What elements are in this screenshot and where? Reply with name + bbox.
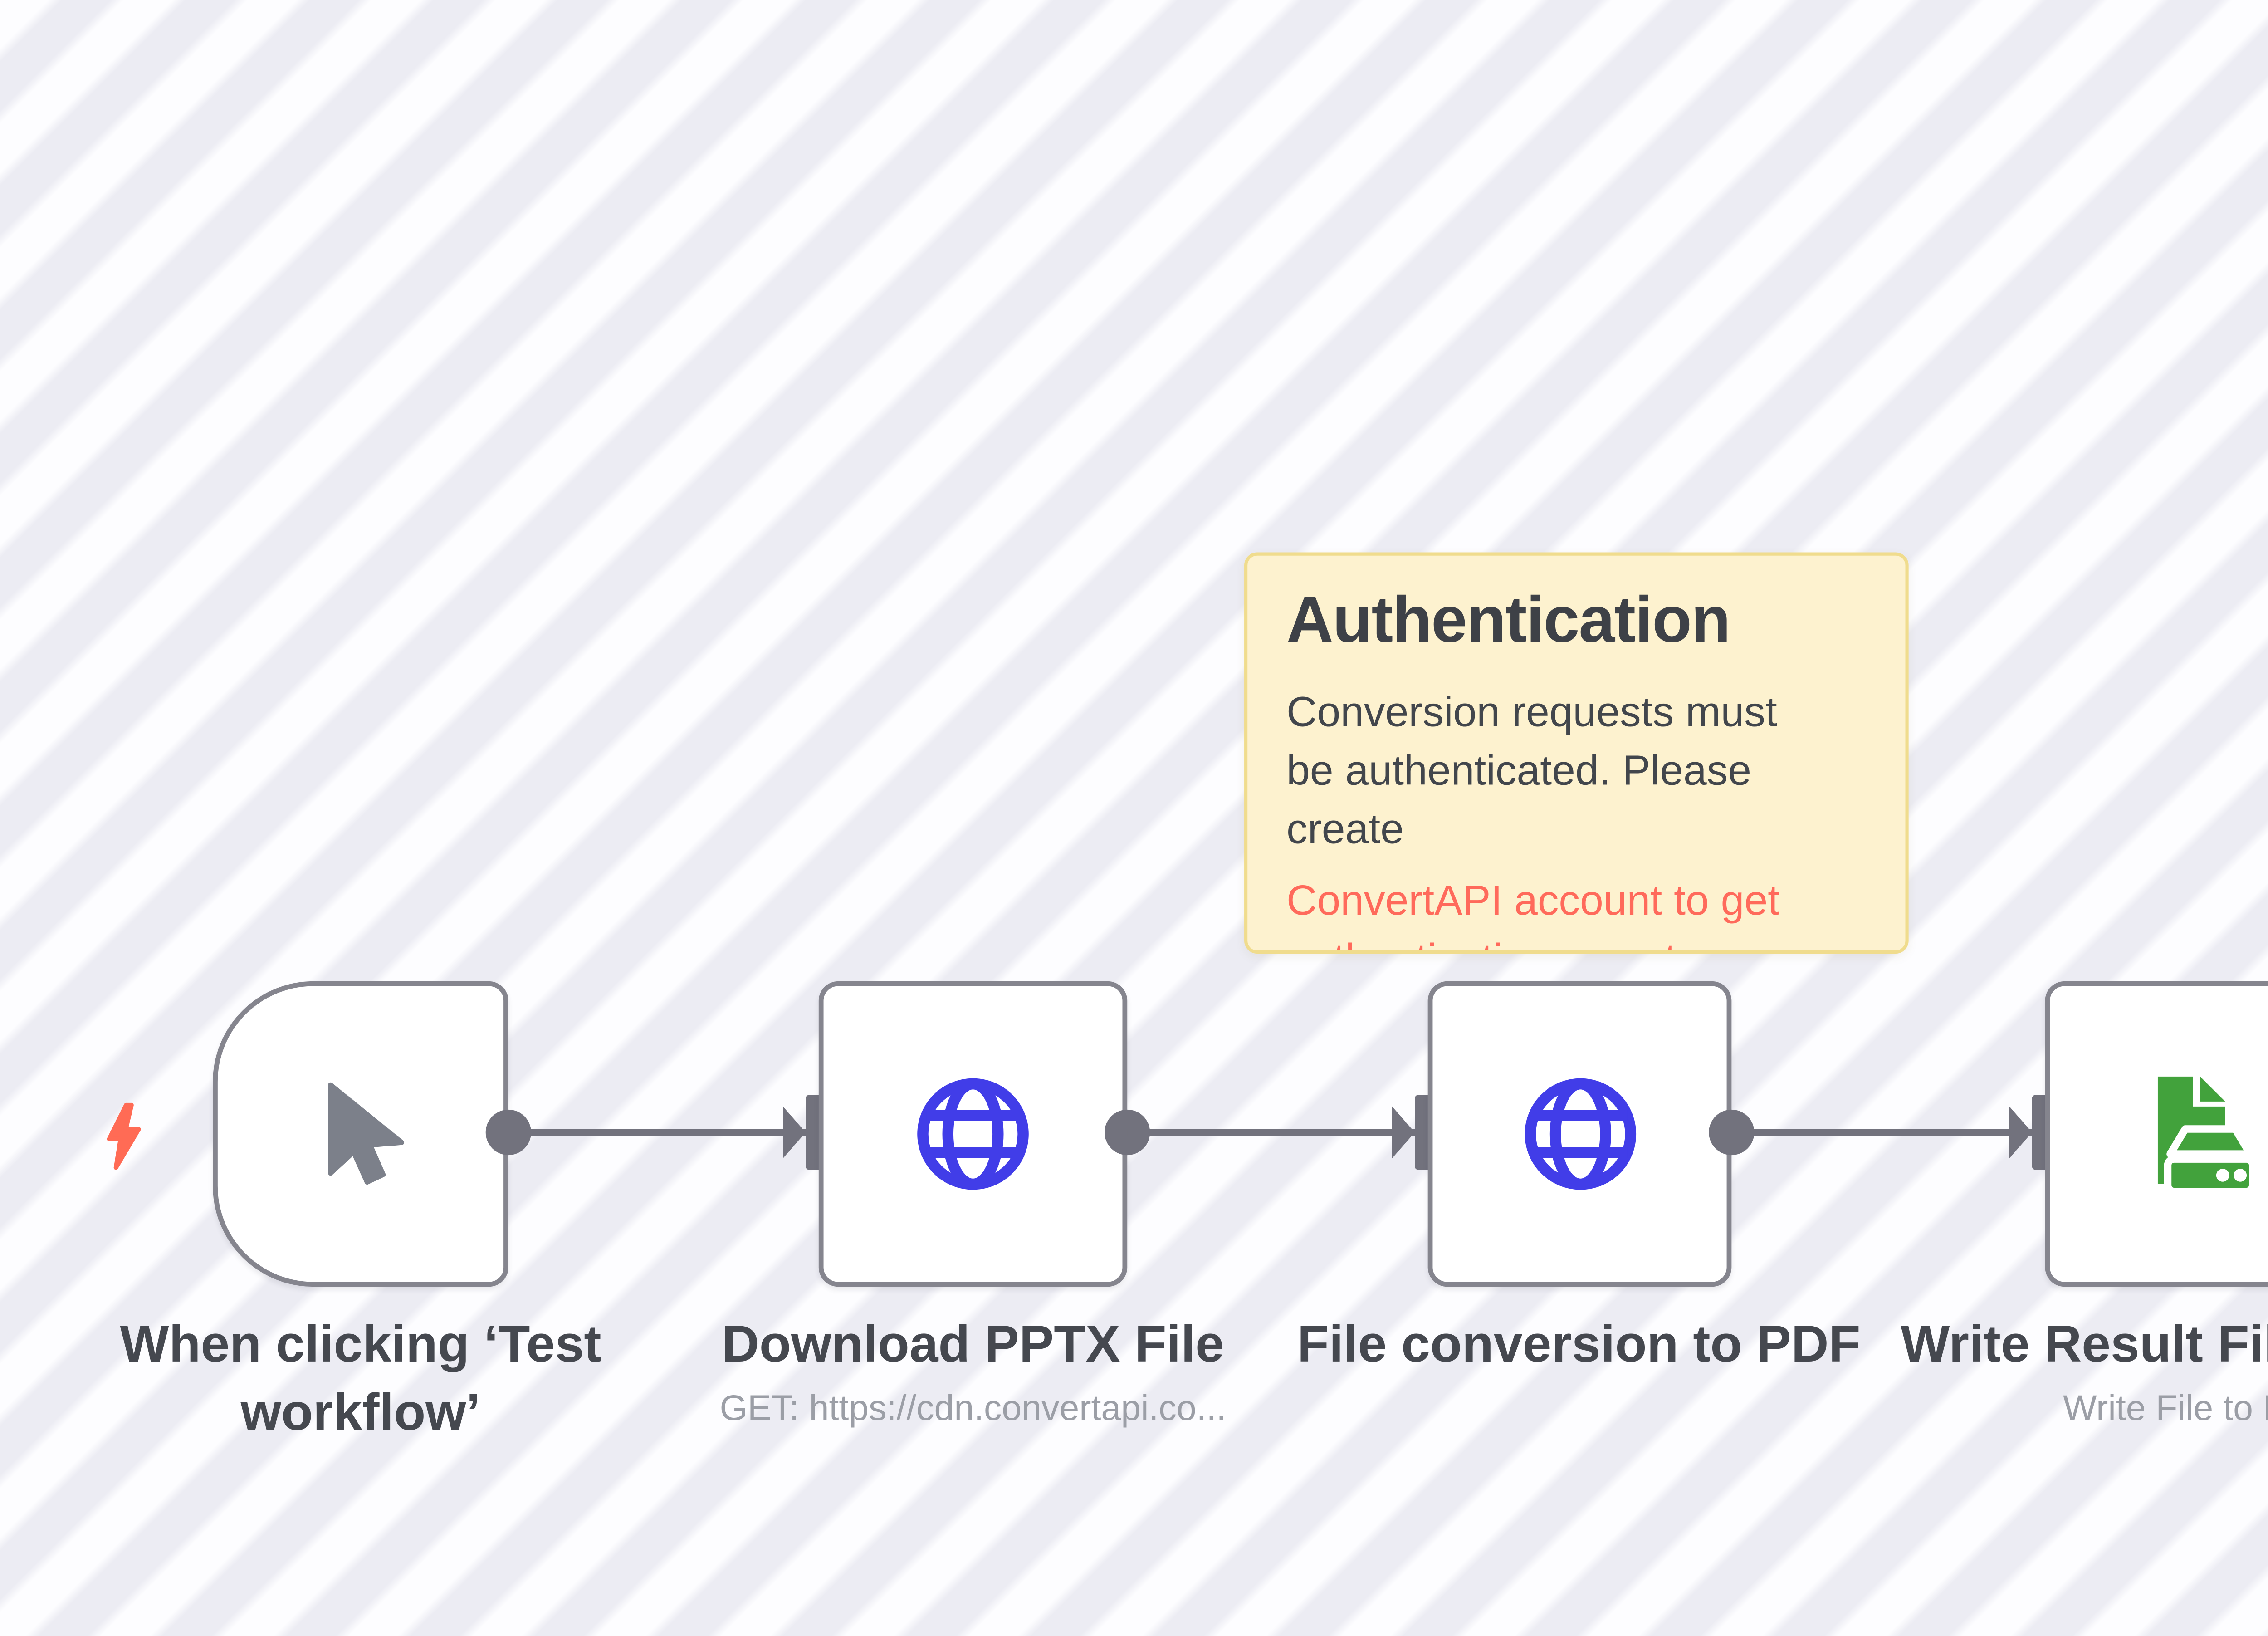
- sticky-note-title: Authentication: [1286, 585, 1730, 656]
- convertapi-link[interactable]: ConvertAPI account to get: [1286, 876, 1780, 925]
- trigger-bolt-icon: [107, 1102, 141, 1170]
- node-file-conversion-to-pdf[interactable]: [1427, 981, 1732, 1287]
- input-arrow-icon: [783, 1106, 806, 1159]
- sticky-note-body-line: be authenticated. Please: [1286, 745, 1752, 795]
- node-label: Write Result File to Disk: [1901, 1314, 2268, 1373]
- node-download-pptx-file[interactable]: [818, 981, 1128, 1287]
- node-label: When clicking ‘Test workflow’: [120, 1314, 601, 1441]
- node-label: Download PPTX File: [722, 1314, 1224, 1373]
- file-to-disk-icon: [2157, 1076, 2257, 1195]
- node-when-clicking-test-workflow[interactable]: [213, 981, 508, 1287]
- globe-icon: [917, 1078, 1029, 1190]
- connection-wire[interactable]: [1127, 1129, 1415, 1136]
- node-subtitle: Write File to Disk: [2063, 1387, 2268, 1428]
- connection-wire[interactable]: [1731, 1129, 2032, 1136]
- connection-wire[interactable]: [508, 1129, 806, 1136]
- globe-icon: [1524, 1078, 1636, 1190]
- node-subtitle: GET: https://cdn.convertapi.co...: [719, 1387, 1227, 1428]
- node-write-result-file-to-disk[interactable]: [2045, 981, 2268, 1287]
- input-arrow-icon: [1392, 1106, 1415, 1159]
- input-arrow-icon: [2009, 1106, 2032, 1159]
- sticky-note-body-line: Conversion requests must: [1286, 687, 1777, 736]
- convertapi-link[interactable]: authentication secret: [1286, 929, 1866, 950]
- sticky-note-body-line: create: [1286, 804, 1404, 853]
- cursor-icon: [328, 1082, 405, 1185]
- sticky-note-authentication[interactable]: Authentication Conversion requests must …: [1244, 552, 1909, 954]
- node-label: File conversion to PDF: [1297, 1314, 1861, 1373]
